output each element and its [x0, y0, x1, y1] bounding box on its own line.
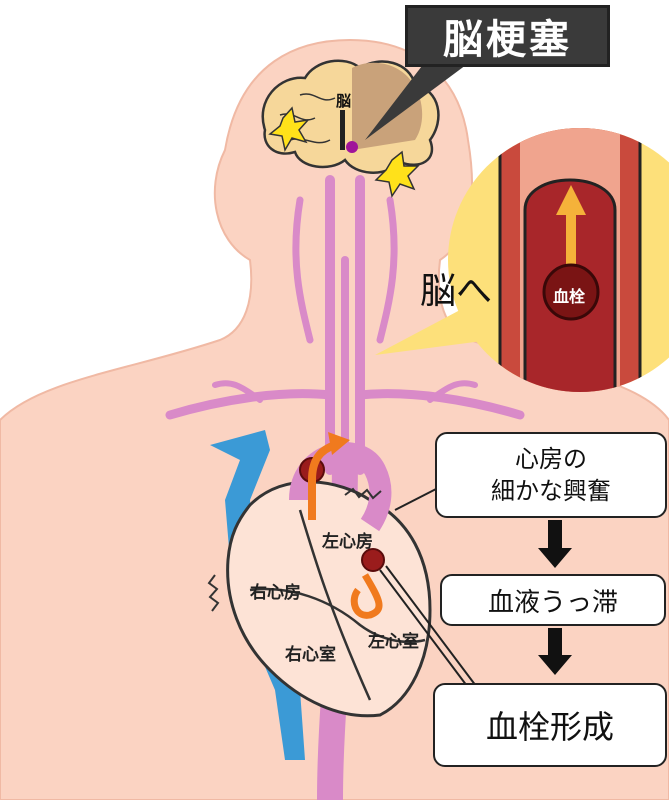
zoom-arrow-shaft	[566, 210, 576, 270]
brain-clot	[346, 141, 358, 153]
brainstem	[340, 110, 345, 150]
brain-label: 脳	[336, 90, 351, 111]
to-brain-label: 脳へ	[420, 262, 492, 314]
flow-arrow-2-shaft	[548, 628, 562, 658]
title-text: 脳梗塞	[443, 7, 572, 65]
left-ventricle-label: 左心室	[368, 627, 419, 652]
clot-in-left-atrium	[362, 549, 384, 571]
flow-arrow-1-shaft	[548, 520, 562, 550]
right-atrium-label: 右心房	[250, 578, 301, 603]
title-box: 脳梗塞	[405, 5, 610, 67]
zoom-clot-label: 血栓	[553, 283, 585, 307]
flow-step-2-box: 血液うっ滞	[440, 574, 666, 626]
flow-step-3-box: 血栓形成	[433, 683, 667, 767]
left-atrium-label: 左心房	[322, 527, 373, 552]
flow-step-2-text: 血液うっ滞	[488, 582, 618, 619]
right-ventricle-label: 右心室	[285, 640, 336, 665]
flow-step-1-text: 心房の 細かな興奮	[491, 443, 611, 508]
flow-step-3-text: 血栓形成	[486, 702, 614, 748]
flow-step-1-box: 心房の 細かな興奮	[435, 432, 667, 518]
